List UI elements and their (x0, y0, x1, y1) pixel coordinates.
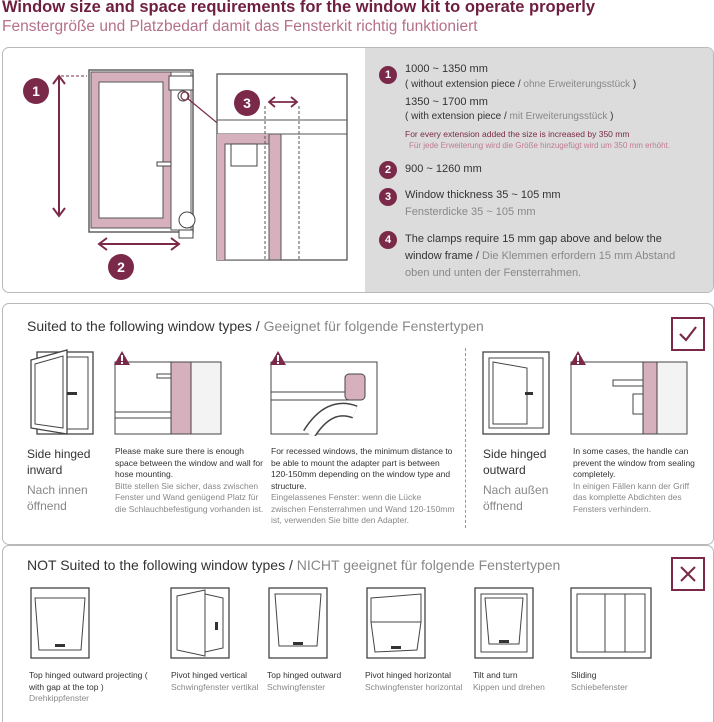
warning-icon (270, 351, 286, 365)
spec-1-with: ( with extension piece / mit Erweiterung… (405, 111, 614, 122)
page-subtitle: Fenstergröße und Platzbedarf damit das F… (2, 18, 478, 35)
cross-icon (671, 557, 705, 591)
window-dimension-diagram (52, 69, 348, 261)
side-hinged-outward-label: Side hinged outward Nach außen öffnend (483, 447, 549, 513)
not-suited-window-types-panel: NOT Suited to the following window types… (2, 545, 714, 722)
spec-badge-3: 3 (379, 188, 397, 206)
pivot-hinged-vertical-icon (170, 587, 230, 659)
tilt-and-turn-icon (474, 587, 534, 659)
side-hinged-outward-icon (482, 351, 550, 435)
handle-warning-illustration (570, 361, 688, 435)
spec-1-without: ( without extension piece / ohne Erweite… (405, 79, 637, 90)
hose-space-warning-illustration (114, 361, 222, 435)
suited-divider (465, 348, 466, 528)
not-suited-label-tilt-and-turn: Tilt and turn Kippen und drehen (473, 670, 545, 692)
spec-1-range-a: 1000 ~ 1350 mm (405, 63, 488, 75)
not-suited-label-sliding: Sliding Schiebefenster (571, 670, 628, 692)
suited-heading: Suited to the following window types / G… (27, 318, 484, 334)
suited-window-types-panel: Suited to the following window types / G… (2, 303, 714, 545)
page-title: Window size and space requirements for t… (2, 0, 596, 16)
hose-space-note: Please make sure there is enough space b… (115, 446, 264, 514)
not-suited-label-top-hinged-outward: Top hinged outward Schwingfenster (267, 670, 342, 692)
sliding-window-icon (570, 587, 652, 659)
spec-1-range-b: 1350 ~ 1700 mm (405, 96, 488, 108)
check-icon (671, 317, 705, 351)
recessed-window-note: For recessed windows, the minimum distan… (271, 446, 455, 525)
dimension-badge-3: 3 (234, 90, 260, 116)
warning-icon (114, 351, 130, 365)
specs-grey-area (365, 48, 713, 292)
spec-1-note-en: For every extension added the size is in… (405, 129, 630, 139)
not-suited-label-pivot-horizontal: Pivot hinged horizontal Schwingfenster h… (365, 670, 463, 692)
dimension-badge-1: 1 (23, 78, 49, 104)
recessed-window-illustration (270, 361, 378, 436)
dimension-badge-2: 2 (108, 254, 134, 280)
spec-badge-2: 2 (379, 161, 397, 179)
spec-4-clamps: The clamps require 15 mm gap above and b… (405, 233, 676, 279)
not-suited-heading: NOT Suited to the following window types… (27, 557, 561, 573)
not-suited-label-pivot-vertical: Pivot hinged vertical Schwingfenster ver… (171, 670, 259, 692)
size-requirements-panel: 1 2 3 1 1000 ~ 1350 mm ( without extensi… (2, 47, 714, 293)
spec-3-thickness: Window thickness 35 ~ 105 mm (405, 189, 561, 201)
side-hinged-inward-icon (30, 349, 94, 435)
handle-note: In some cases, the handle can prevent th… (573, 446, 695, 514)
side-hinged-inward-label: Side hinged inward Nach innen öffnend (27, 447, 91, 513)
spec-2-range: 900 ~ 1260 mm (405, 163, 482, 175)
spec-1-note-de: Für jede Erweiterung wird die Größe hinz… (409, 141, 671, 150)
top-hinged-outward-icon (268, 587, 328, 659)
top-hinged-projecting-icon (30, 587, 90, 659)
spec-badge-1: 1 (379, 66, 397, 84)
spec-badge-4: 4 (379, 231, 397, 249)
warning-icon (570, 351, 586, 365)
pivot-hinged-horizontal-icon (366, 587, 426, 659)
not-suited-label-top-hinged-projecting: Top hinged outward projecting ( with gap… (29, 670, 148, 703)
spec-3-thickness-de: Fensterdicke 35 ~ 105 mm (405, 206, 536, 218)
